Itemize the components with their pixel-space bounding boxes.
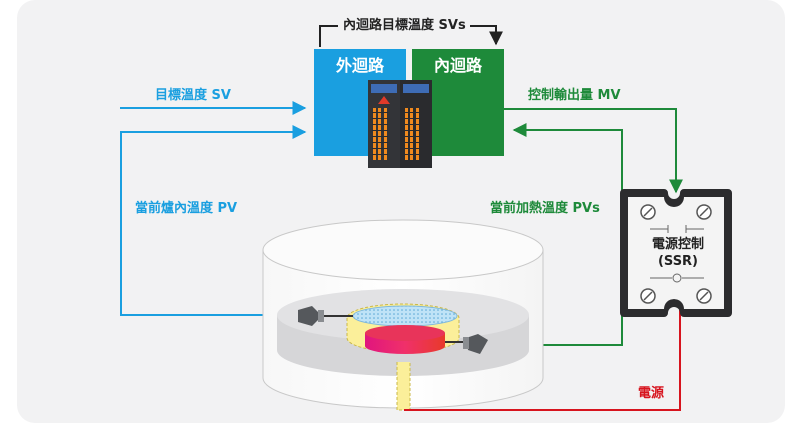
furnace-pv-line <box>120 125 307 316</box>
power-label: 電源 <box>638 386 665 401</box>
furnace-pv-label: 當前爐內溫度 PV <box>135 201 238 216</box>
furnace-sensor <box>298 306 353 326</box>
target-sv-label: 目標溫度 SV <box>155 88 231 103</box>
ssr-screw-tl <box>640 204 656 220</box>
heater-sensor <box>445 334 488 354</box>
ssr-label-line1: 電源控制 <box>651 237 704 252</box>
power-line <box>404 300 681 411</box>
heated-plate <box>352 305 458 327</box>
heating-pvs-label: 當前加熱溫度 PVs <box>490 201 600 216</box>
control-mv-line <box>504 108 683 194</box>
svs-loop-bracket <box>319 25 503 47</box>
ssr-label-line2: (SSR) <box>657 254 699 269</box>
heater-element <box>365 325 445 354</box>
ssr-screw-bl <box>640 288 656 304</box>
inner-loop-label: 內迴路 <box>433 56 482 75</box>
control-mv-label: 控制輸出量 MV <box>528 88 621 103</box>
svs-loop-label: 內迴路目標溫度 SVs <box>343 18 466 33</box>
ssr-screw-tr <box>696 204 712 220</box>
ssr-screw-br <box>696 288 712 304</box>
controller-device <box>368 80 432 168</box>
outer-loop-label: 外迴路 <box>335 56 384 75</box>
ssr-module <box>620 189 732 317</box>
